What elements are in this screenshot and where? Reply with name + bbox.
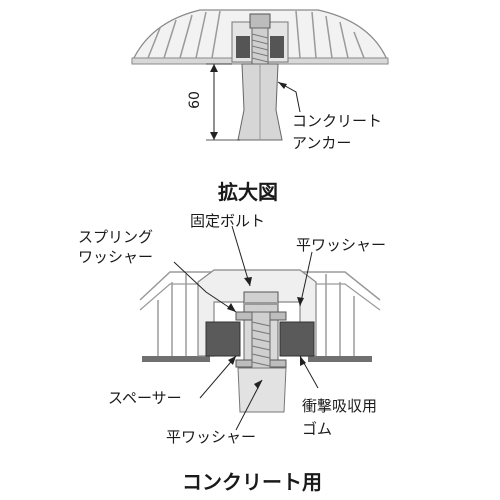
flat-washer-bottom-label: 平ワッシャー bbox=[166, 428, 257, 446]
rubber-label-line1: 衝撃吸収用 bbox=[302, 397, 378, 415]
bottom-ramp-drawing bbox=[139, 225, 381, 431]
top-ramp-drawing bbox=[131, 9, 389, 141]
flat-washer-top-label: 平ワッシャー bbox=[296, 236, 387, 254]
rubber-label-line2: ゴム bbox=[302, 420, 333, 438]
anchor-label-line1: コンクリート bbox=[292, 112, 383, 130]
spring-washer-label-line2: ワッシャー bbox=[78, 248, 154, 266]
dimension-label-60: 60 bbox=[186, 91, 203, 109]
bottom-caption: コンクリート用 bbox=[182, 470, 322, 494]
anchor-label-line2: アンカー bbox=[292, 134, 352, 152]
bolt-label: 固定ボルト bbox=[190, 212, 266, 230]
top-caption: 拡大図 bbox=[218, 180, 278, 204]
spacer-label: スペーサー bbox=[108, 389, 182, 407]
spring-washer-label-line1: スプリング bbox=[78, 228, 154, 246]
